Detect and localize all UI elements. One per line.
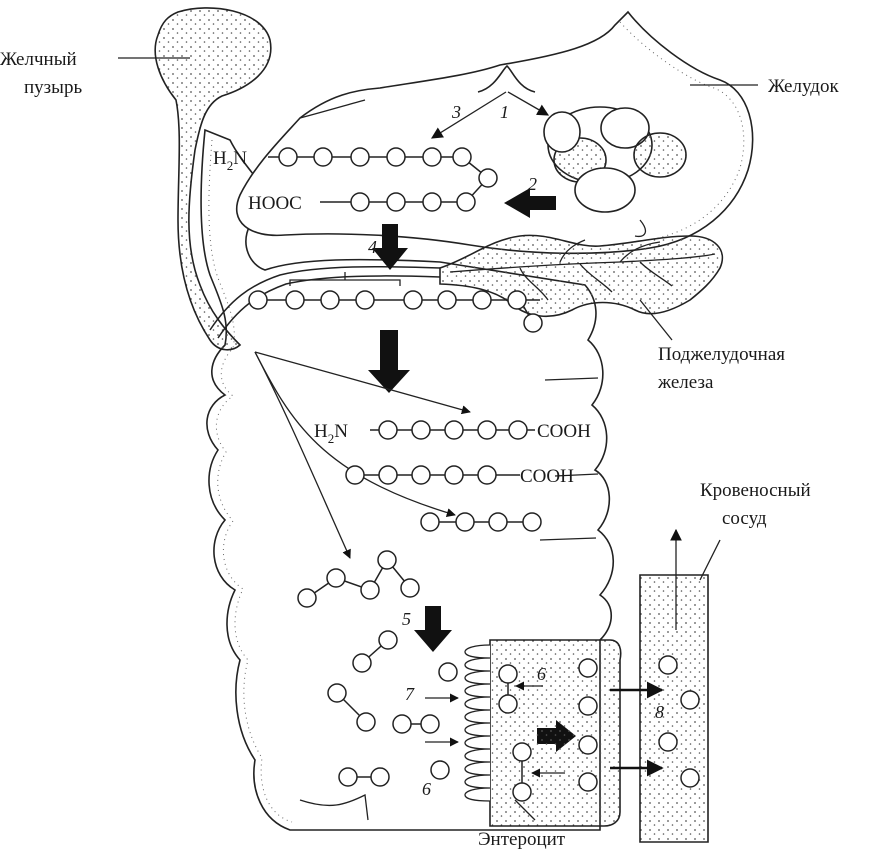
chem-cooh-1: COOH [537, 421, 591, 442]
enterocyte [464, 639, 622, 827]
chem-h2n-mid: H2N [314, 421, 348, 446]
intestine-fold [544, 377, 599, 381]
step-number: 3 [451, 102, 461, 122]
folded-protein [543, 106, 687, 238]
polypeptide-chain-duodenum [248, 272, 543, 333]
peptide-fragments [297, 550, 458, 787]
bile-duct-inner [217, 275, 441, 339]
step-1-arrow-right [507, 91, 550, 116]
thick-arrow-5 [414, 606, 452, 652]
step-number: 2 [528, 174, 537, 194]
pylorus [299, 99, 366, 119]
enzyme-arrow-1 [254, 351, 471, 415]
intestine-fold [554, 473, 599, 477]
thick-arrow-down [368, 330, 410, 393]
thick-arrow-2 [504, 188, 556, 218]
step-number: 6 [537, 664, 546, 684]
thick-arrow-4 [372, 224, 408, 270]
step-number: 6 [422, 779, 431, 799]
step-1-arrow-left [431, 91, 507, 139]
step-number: 7 [405, 684, 415, 704]
step-number: 1 [500, 102, 509, 122]
label-vessel-2: сосуд [722, 508, 767, 529]
gallbladder [154, 7, 272, 351]
polypeptide-chain-stomach [268, 147, 498, 212]
chain-cooh [345, 465, 520, 485]
vessel-leader [699, 539, 721, 581]
step-number: 5 [402, 609, 411, 629]
step-number: 8 [655, 702, 664, 722]
chem-h2n-top: H2N [213, 148, 247, 173]
enzyme-arrow-3 [254, 351, 351, 559]
label-gallbladder-2: пузырь [24, 77, 82, 98]
label-pancreas-2: железа [657, 372, 714, 393]
gastric-fold [477, 64, 536, 93]
stomach [235, 10, 754, 255]
label-gallbladder-1: Желчный [0, 49, 77, 70]
intestine-wall-stipple [208, 139, 293, 823]
chem-cooh-2: COOH [520, 466, 574, 487]
blood-vessel [639, 528, 709, 843]
label-enterocyte: Энтероцит [478, 829, 566, 850]
chain-short [420, 512, 542, 532]
chain-h2n-cooh [370, 420, 535, 440]
intestine-fold [539, 537, 597, 541]
label-pancreas-1: Поджелудочная [658, 344, 785, 365]
chem-hooc: HOOC [248, 193, 302, 214]
label-stomach: Желудок [768, 76, 839, 97]
pancreas-leader [639, 299, 673, 341]
label-vessel-1: Кровеносный [700, 480, 811, 501]
step-number: 4 [368, 237, 377, 257]
enterocyte-leader [514, 799, 536, 821]
intestine-fold [299, 794, 369, 821]
